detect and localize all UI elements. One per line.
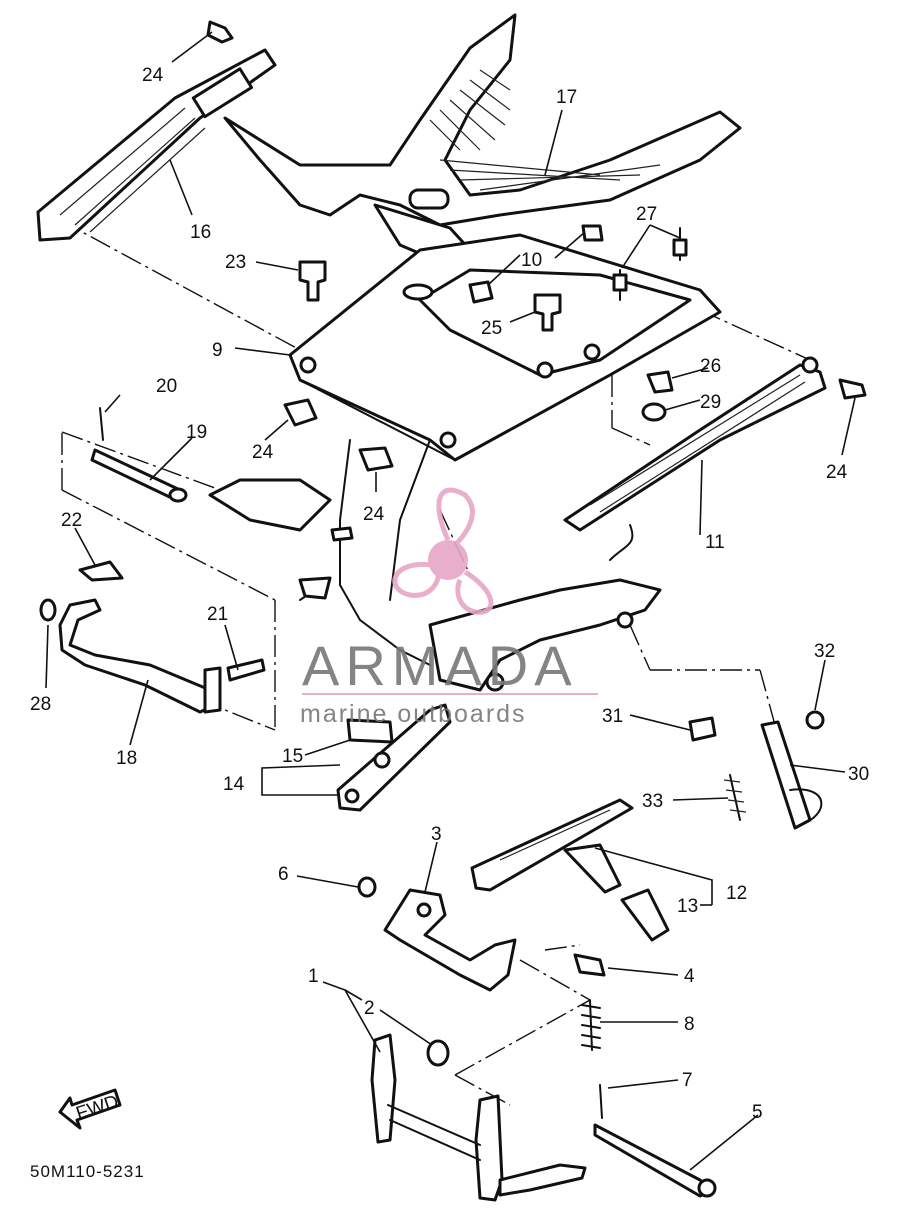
hardware-bolts [283,224,867,472]
callout-13: 13 [677,896,698,917]
floor-panel-part-17 [223,13,742,264]
callout-9: 9 [212,340,223,361]
callout-4: 4 [684,966,695,987]
rod-part-19 [90,407,188,503]
right-rail-part-11 [563,356,827,532]
callout-20: 20 [156,376,177,397]
stand-bracket-part-3 [357,876,606,1051]
callout-2: 2 [364,998,375,1019]
bracket-part-22 [78,560,124,582]
watermark-tagline: marine outboards [300,700,527,728]
drawing-code: 50M110-5231 [30,1162,145,1181]
right-footrest-part-12 [470,798,670,942]
callout-18: 18 [116,748,137,769]
brake-pedal-part-18 [39,598,266,714]
leader-lines [45,31,856,1171]
callout-6: 6 [278,864,289,885]
callout-33: 33 [642,791,663,812]
callout-27: 27 [636,204,657,225]
callout-10: 10 [521,250,542,271]
side-stand-part-30 [688,710,825,830]
callout-25: 25 [481,318,502,339]
callout-16: 16 [190,222,211,243]
callout-17: 17 [556,87,577,108]
callout-7: 7 [682,1070,693,1091]
callout-22: 22 [61,510,82,531]
callout-30: 30 [848,764,869,785]
callout-24: 24 [252,442,274,463]
callout-14: 14 [223,774,245,795]
center-stand-part-1 [370,1033,717,1202]
callout-32: 32 [814,641,835,662]
callout-28: 28 [30,694,51,715]
callout-5: 5 [752,1102,763,1123]
callout-1: 1 [308,966,319,987]
callout-19: 19 [186,422,207,443]
callout-11: 11 [705,532,725,553]
fwd-label: FWD [74,1091,122,1124]
callout-numbers: 24 16 17 23 9 10 25 27 26 29 24 24 24 11… [30,65,869,1123]
callout-3: 3 [431,824,442,845]
callout-31: 31 [602,706,623,727]
propeller-logo-icon [392,487,494,615]
callout-29: 29 [700,392,721,413]
left-footrest-part-14 [336,703,452,812]
callout-24: 24 [363,504,385,525]
left-rail-part-16 [36,20,277,242]
armada-watermark: ARMADA marine outboards [300,487,598,728]
lower-frame [208,439,662,692]
watermark-brand: ARMADA [302,634,578,697]
callout-15: 15 [282,746,303,767]
callout-12: 12 [726,883,747,904]
forward-arrow: FWD [58,1088,122,1130]
callout-24: 24 [142,65,164,86]
callout-24: 24 [826,462,848,483]
callout-23: 23 [225,252,246,273]
callout-26: 26 [700,356,721,377]
callout-8: 8 [684,1014,695,1035]
callout-21: 21 [207,604,228,625]
